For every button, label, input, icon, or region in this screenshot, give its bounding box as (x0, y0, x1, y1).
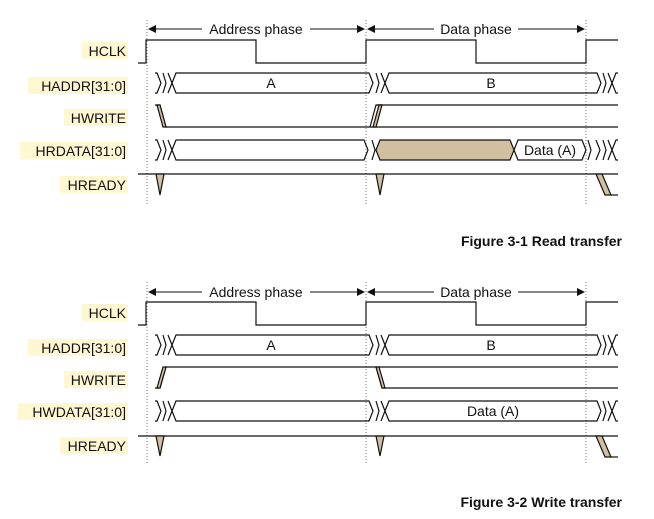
signal-label-hwrite: HWRITE (71, 372, 126, 388)
hwdata-waveform (155, 400, 618, 422)
figure-write-transfer: Address phase Data phase HCLK HADDR[31:0… (18, 282, 623, 510)
hrdata-value: Data (A) (524, 142, 576, 158)
hwdata-value: Data (A) (467, 403, 519, 419)
hclk-waveform (138, 39, 618, 64)
hclk-waveform (138, 301, 618, 326)
signal-label-hclk: HCLK (89, 305, 127, 321)
signal-label-hready: HREADY (68, 438, 127, 454)
address-phase-label: Address phase (209, 284, 303, 300)
haddr-value-a: A (266, 75, 276, 91)
address-phase-label: Address phase (209, 21, 303, 37)
caption-write-transfer: Figure 3-2 Write transfer (460, 494, 622, 510)
data-phase-label: Data phase (440, 21, 512, 37)
hrdata-waveform (155, 139, 618, 161)
signal-label-hwdata: HWDATA[31:0] (32, 404, 126, 420)
haddr-value-a: A (266, 337, 276, 353)
signal-label-haddr: HADDR[31:0] (41, 340, 126, 356)
hwrite-waveform (155, 366, 618, 389)
signal-label-hrdata: HRDATA[31:0] (35, 143, 126, 159)
signal-label-hwrite: HWRITE (71, 110, 126, 126)
haddr-value-b: B (486, 75, 495, 91)
hready-waveform (138, 173, 618, 196)
haddr-value-b: B (486, 337, 495, 353)
signal-label-hready: HREADY (68, 177, 127, 193)
hready-waveform (138, 435, 618, 458)
caption-read-transfer: Figure 3-1 Read transfer (461, 233, 623, 249)
figure-read-transfer: Address phase Data phase HCLK HADDR[31:0… (20, 20, 623, 249)
data-phase-label: Data phase (440, 284, 512, 300)
hwrite-waveform (155, 104, 618, 128)
haddr-waveform (155, 72, 618, 94)
signal-label-haddr: HADDR[31:0] (41, 78, 126, 94)
signal-label-hclk: HCLK (89, 43, 127, 59)
haddr-waveform (155, 334, 618, 356)
